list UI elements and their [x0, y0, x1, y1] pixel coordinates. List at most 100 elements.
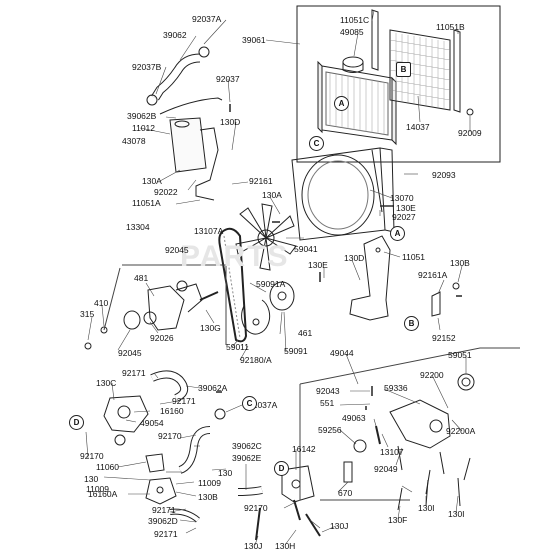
part-label: 11009	[86, 484, 110, 494]
part-label: 92037	[216, 74, 240, 84]
fan-belt	[218, 227, 248, 343]
part-label: 92037A	[248, 400, 278, 410]
reference-marker-a: A	[390, 226, 405, 241]
part-label: 551	[320, 398, 335, 408]
part-label: 49085	[340, 27, 364, 37]
part-label: 92152	[432, 333, 456, 343]
part-label: 92093	[432, 170, 456, 180]
part-label: 315	[80, 309, 95, 319]
part-label: 16160	[160, 406, 184, 416]
part-label: 59256	[318, 425, 342, 435]
reference-marker-a: A	[334, 96, 349, 111]
part-label: 39061	[242, 35, 266, 45]
part-label: 39062	[163, 30, 187, 40]
part-label: 59051	[448, 350, 472, 360]
part-label: 11051	[402, 252, 426, 262]
part-label: 130I	[448, 509, 465, 519]
part-label: 11060	[96, 462, 120, 472]
detail-box	[296, 5, 501, 163]
watermark: PARTS	[180, 240, 290, 273]
part-label: 16160A	[88, 489, 118, 499]
part-label: 92049	[374, 464, 398, 474]
part-label: 11009	[198, 478, 222, 488]
part-label: 92170	[80, 451, 104, 461]
part-label: 59336	[384, 383, 408, 393]
part-label: 92180/A	[240, 355, 272, 365]
part-label: 14037	[406, 122, 430, 132]
part-label: 13304	[126, 222, 150, 232]
part-label: 11012	[132, 123, 156, 133]
part-label: 410	[94, 298, 109, 308]
part-label: 130	[84, 474, 99, 484]
part-label: 461	[298, 328, 313, 338]
part-label: 92200	[420, 370, 444, 380]
bypass-hose	[237, 486, 263, 496]
reference-marker-d: D	[274, 461, 289, 476]
part-label: 92171	[152, 505, 176, 515]
part-label: 130F	[388, 515, 408, 525]
brace-plate	[431, 282, 460, 317]
part-label: 130H	[275, 541, 296, 551]
part-label: 130I	[418, 503, 435, 513]
radiator-cap	[342, 56, 364, 68]
reference-marker-b: B	[396, 62, 411, 77]
lower-hose-c	[178, 408, 226, 474]
pump-detail-frame	[299, 347, 520, 385]
bracket-frame	[103, 264, 227, 345]
part-label: 13070	[390, 193, 414, 203]
part-label: 16142	[292, 444, 316, 454]
part-label: 59091	[284, 346, 308, 356]
leader-lines	[85, 9, 471, 546]
part-label: 92009	[458, 128, 482, 138]
part-label: 92026	[150, 333, 174, 343]
part-label: 130E	[396, 203, 416, 213]
part-label: 39062C	[232, 441, 262, 451]
part-label: 92200A	[446, 426, 476, 436]
part-label: 13107	[380, 447, 404, 457]
part-label: 92045	[165, 245, 189, 255]
part-label: 670	[338, 488, 353, 498]
water-pump	[84, 280, 219, 350]
part-label: 43078	[122, 136, 146, 146]
part-label: 59091A	[256, 279, 286, 289]
fan-shroud	[291, 147, 395, 241]
upper-hose	[146, 46, 210, 106]
shroud-bracket	[349, 235, 391, 321]
part-label: 130J	[244, 541, 263, 551]
part-label: 59011	[226, 342, 250, 352]
part-label: 11051B	[436, 22, 465, 32]
part-label: 130J	[330, 521, 349, 531]
part-label: 130B	[198, 492, 218, 502]
part-label: 49054	[140, 418, 164, 428]
part-label: 13107A	[194, 226, 224, 236]
part-label: 39062D	[148, 516, 178, 526]
part-label: 92043	[316, 386, 340, 396]
part-label: 130C	[96, 378, 117, 388]
part-label: 130A	[142, 176, 162, 186]
part-label: 92022	[154, 187, 178, 197]
part-label: 130A	[262, 190, 282, 200]
thermostat-housing	[103, 370, 189, 473]
part-label: 49044	[330, 348, 354, 358]
part-label: 92027	[392, 212, 416, 222]
part-label: 92171	[154, 529, 178, 539]
part-label: 49063	[342, 413, 366, 423]
reference-marker-c: C	[242, 396, 257, 411]
part-label: 39062B	[127, 111, 157, 121]
reservoir-tank	[159, 97, 223, 201]
part-label: 11051C	[340, 15, 370, 25]
part-label: 130D	[220, 117, 241, 127]
fan-pulley	[241, 281, 295, 335]
part-label: 481	[134, 273, 149, 283]
part-label: 130G	[200, 323, 221, 333]
part-label: 92161A	[418, 270, 448, 280]
impeller-assembly	[343, 373, 475, 511]
part-label: 130D	[344, 253, 365, 263]
part-label: 92037B	[132, 62, 162, 72]
part-label: 92161	[249, 176, 273, 186]
reference-marker-c: C	[309, 136, 324, 151]
part-label: 130E	[308, 260, 328, 270]
part-label: 39062A	[198, 383, 228, 393]
